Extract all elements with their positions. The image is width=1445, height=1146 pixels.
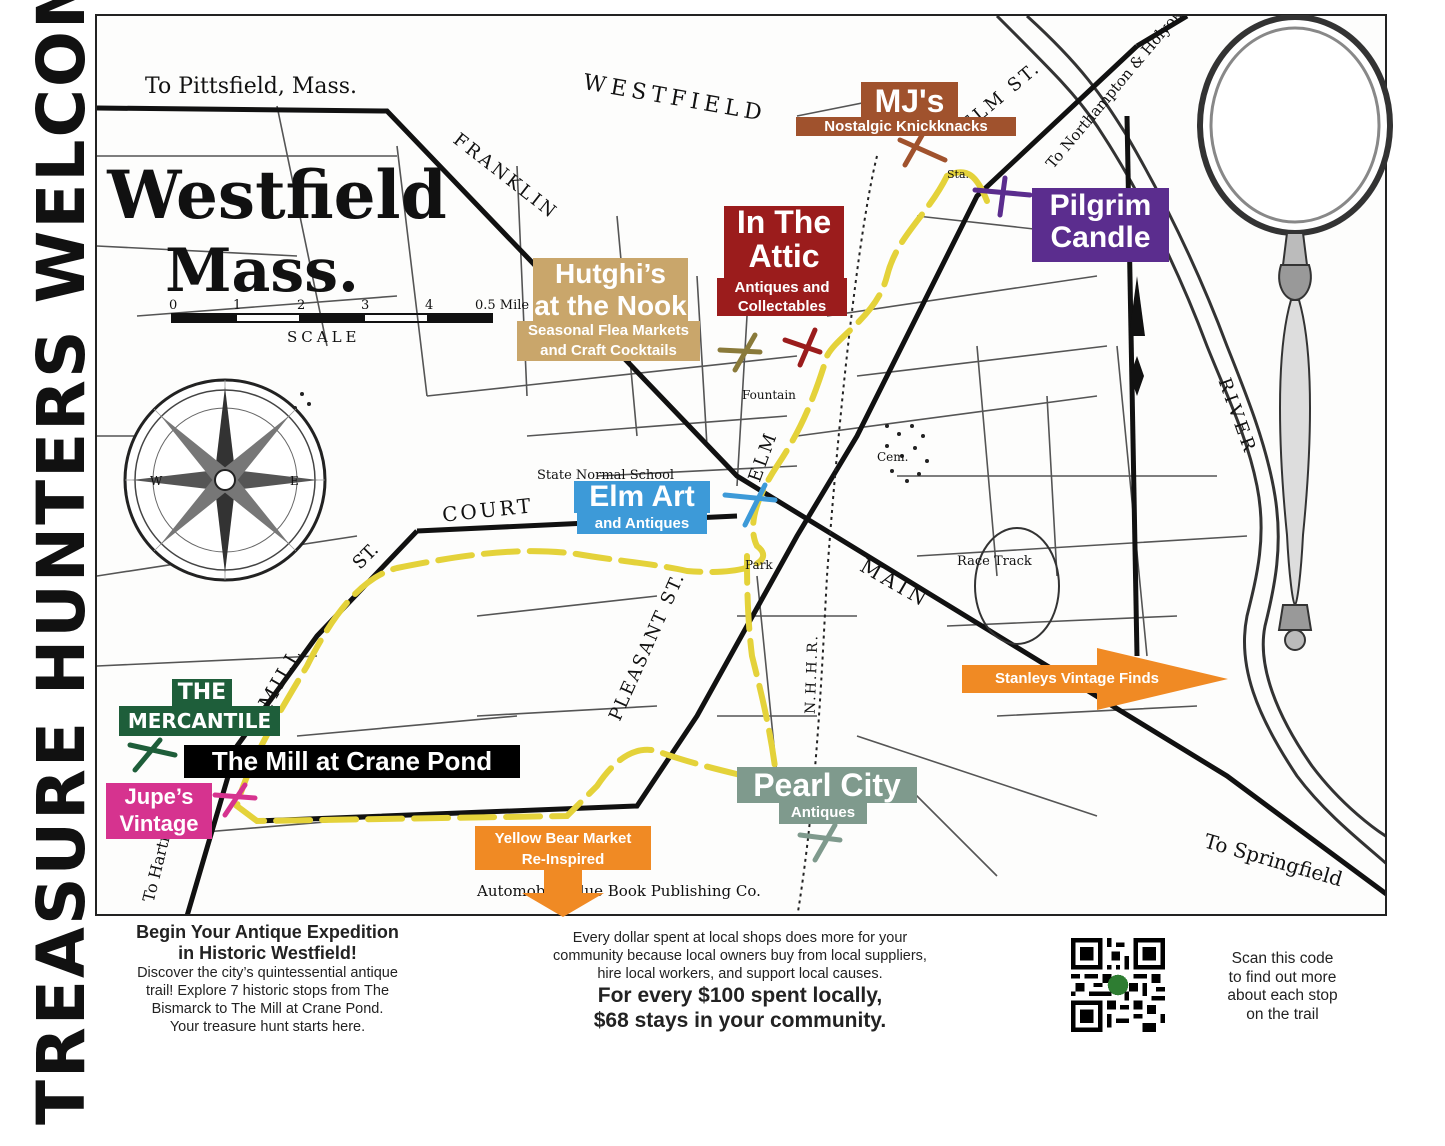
map-credit: Automobile Blue Book Publishing Co.	[477, 882, 761, 900]
arrow-icon	[962, 648, 1228, 710]
map-streets	[97, 16, 1385, 914]
stop-elm-art-subtitle: and Antiques	[577, 513, 707, 534]
stop-pearl-city-subtitle: Antiques	[779, 802, 867, 824]
stop-hutghi-line1: Hutghi’s	[555, 258, 666, 289]
intro-block: Begin Your Antique Expedition in Histori…	[95, 922, 440, 1036]
stop-mill-crane-pond[interactable]: The Mill at Crane Pond	[184, 745, 520, 778]
svg-text:E: E	[290, 474, 299, 488]
map-subtitle: Mass.	[165, 236, 359, 306]
stop-attic-line1: In The	[736, 204, 832, 240]
stop-mjs-subtitle: Nostalgic Knickknacks	[796, 117, 1016, 136]
svg-text:W: W	[150, 474, 163, 488]
side-title: TREASURE HUNTERS WELCOME	[23, 0, 100, 1125]
qr-line-1: Scan this code	[1231, 950, 1334, 967]
local-spending-block: Every dollar spent at local shops does m…	[490, 929, 990, 1033]
stop-hutghi-sub2: and Craft Cocktails	[540, 342, 677, 359]
stop-pilgrim-line2: Candle	[1050, 220, 1151, 254]
stop-pearl-city-title[interactable]: Pearl City	[737, 767, 917, 803]
local-line-1: Every dollar spent at local shops does m…	[572, 930, 908, 946]
landmark-fountain: Fountain	[742, 388, 796, 402]
scale-tick: 2	[297, 298, 306, 313]
map-title: Westfield	[107, 156, 447, 234]
intro-line-4: Your treasure hunt starts here.	[169, 1019, 366, 1035]
street-nhhr: N.H.H.R.	[802, 633, 822, 715]
stop-hutghi-line2: at the Nook	[534, 290, 687, 321]
local-bold-2: $68 stays in your community.	[593, 1009, 887, 1032]
stop-hutghi-subtitle: Seasonal Flea Markets and Craft Cocktail…	[517, 321, 700, 361]
scale-tick: 1	[233, 298, 242, 313]
stop-stanleys[interactable]: Stanleys Vintage Finds	[995, 670, 1159, 687]
landmark-station: Sta.	[947, 168, 970, 181]
qr-caption: Scan this code to find out more about ea…	[1205, 950, 1360, 1024]
stop-mjs-title[interactable]: MJ's	[861, 82, 958, 120]
stop-yellowbear-line1: Yellow Bear Market	[494, 830, 632, 847]
qr-line-3: about each stop	[1227, 987, 1338, 1004]
stop-jupes-vintage[interactable]: Jupe’s Vintage	[106, 783, 212, 839]
stop-attic-sub1: Antiques and	[734, 279, 830, 296]
intro-line-3: Bismarck to The Mill at Crane Pond.	[151, 1001, 384, 1017]
stop-attic-sub2: Collectables	[737, 298, 827, 315]
qr-line-4: on the trail	[1246, 1005, 1319, 1023]
intro-line-2: trail! Explore 7 historic stops from The	[145, 983, 390, 999]
intro-heading-1: Begin Your Antique Expedition	[136, 922, 399, 942]
local-bold-1: For every $100 spent locally,	[597, 984, 883, 1007]
scale-tick: 3	[361, 298, 370, 313]
stop-pilgrim-candle[interactable]: Pilgrim Candle	[1032, 188, 1169, 262]
stop-jupes-line1: Jupe’s	[124, 784, 194, 809]
label-to-pittsfield: To Pittsfield, Mass.	[145, 74, 358, 99]
arrow-icon	[522, 869, 604, 917]
qr-line-2: to find out more	[1228, 968, 1337, 986]
local-line-2: community because local owners buy from …	[553, 948, 927, 964]
scale-tick: 4	[425, 298, 434, 313]
landmark-park: Park	[745, 558, 773, 572]
stop-attic-subtitle: Antiques and Collectables	[717, 278, 847, 316]
landmark-normal-school: State Normal School	[537, 468, 675, 483]
qr-code-icon[interactable]	[1071, 938, 1165, 1032]
stop-in-the-attic[interactable]: In The Attic	[724, 204, 844, 278]
stop-jupes-line2: Vintage	[119, 811, 199, 836]
compass-rose-icon: W E	[123, 378, 327, 582]
stop-yellowbear-line2: Re-Inspired	[521, 851, 605, 868]
stop-pilgrim-line1: Pilgrim	[1049, 189, 1152, 222]
scale-tick: 0	[169, 298, 178, 313]
intro-heading-2: in Historic Westfield!	[178, 943, 357, 963]
stop-hutghis[interactable]: Hutghi’s at the Nook	[533, 258, 688, 322]
landmark-cemetery: Cem.	[877, 450, 909, 464]
local-line-3: hire local workers, and support local ca…	[597, 966, 883, 982]
stop-elm-art-title[interactable]: Elm Art	[574, 481, 710, 513]
magnifying-glass-icon	[1197, 15, 1393, 651]
scale-tick: 0.5 Mile	[475, 298, 530, 313]
intro-line-1: Discover the city’s quintessential antiq…	[137, 965, 398, 981]
stop-attic-line2: Attic	[748, 237, 820, 274]
landmark-race-track: Race Track	[957, 554, 1032, 569]
stop-hutghi-sub1: Seasonal Flea Markets	[528, 322, 689, 339]
stop-yellow-bear[interactable]: Yellow Bear Market Re-Inspired	[475, 826, 651, 870]
stop-mercantile-line1[interactable]: THE	[172, 679, 232, 707]
stop-mercantile-line2[interactable]: MERCANTILE	[119, 706, 280, 736]
scale-label: SCALE	[287, 328, 361, 346]
